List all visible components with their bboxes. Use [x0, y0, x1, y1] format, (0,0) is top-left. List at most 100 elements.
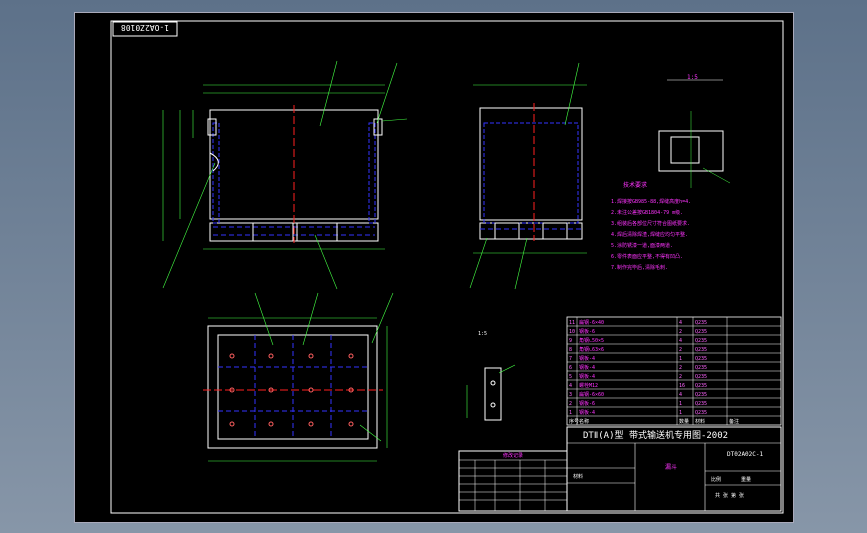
parts-cell-no: 2 [569, 401, 572, 407]
front-view [162, 60, 408, 290]
parts-header-qty: 数量 [679, 418, 689, 425]
side-leader-1 [564, 62, 580, 126]
note-4: 4.焊后清除焊渣,焊缝应均匀平整. [611, 231, 688, 238]
parts-cell-no: 1 [569, 410, 572, 416]
parts-cell-qty: 1 [679, 356, 682, 362]
parts-header-name: 名称 [579, 418, 589, 425]
parts-cell-mat: Q235 [695, 365, 707, 371]
leader-5 [381, 118, 408, 122]
sheet-label: 共 张 第 张 [715, 492, 744, 499]
parts-cell-qty: 1 [679, 410, 682, 416]
parts-header-mat: 材料 [695, 418, 705, 425]
bolt-hole [268, 353, 274, 359]
parts-cell-name: 螺栓M12 [579, 382, 598, 389]
sheet-border [110, 20, 784, 514]
drawing-code: DT02A02C-1 [727, 451, 764, 458]
side-view-outline [479, 107, 583, 221]
part-detail-callout: 1:5 [478, 331, 487, 337]
parts-cell-qty: 2 [679, 329, 682, 335]
bolt-hole [268, 421, 274, 427]
front-view-tab-right [373, 118, 383, 136]
scale-label: 比例 [711, 476, 721, 483]
bolt-hole [348, 387, 354, 393]
note-6: 6.零件表面应平整,不得有凹凸. [611, 253, 683, 260]
parts-cell-mat: Q235 [695, 401, 707, 407]
technical-notes: 技术要求 1.焊接按GB985-88,焊缝高度h=4. 2.未注公差按GB180… [611, 181, 691, 271]
parts-header-remark: 备注 [729, 418, 739, 425]
part-detail-hole [490, 402, 496, 408]
material-label: 材料 [573, 473, 583, 480]
note-2: 2.未注公差按GB1804-79 m级. [611, 209, 683, 216]
side-leader-3 [514, 237, 528, 290]
note-3: 3.组装后各部位尺寸符合图纸要求. [611, 220, 690, 227]
cad-drawing: 1-OA2Z0108 [110, 20, 784, 514]
plan-leader-1 [254, 292, 274, 346]
note-1: 1.焊接按GB985-88,焊缝高度h=4. [611, 198, 691, 205]
parts-cell-mat: Q235 [695, 320, 707, 326]
parts-cell-name: 角钢∟50×5 [579, 337, 604, 344]
section-detail-leader [702, 167, 731, 184]
parts-cell-qty: 1 [679, 401, 682, 407]
parts-cell-no: 8 [569, 347, 572, 353]
title-block-title: DTⅡ(A)型 带式输送机专用图-2002 [583, 429, 728, 441]
parts-cell-no: 3 [569, 392, 572, 398]
note-5: 5.涂防锈漆一道,面漆两道. [611, 242, 673, 249]
parts-cell-name: 钢板-6 [579, 400, 595, 407]
bolt-hole [308, 387, 314, 393]
plan-leader-4 [359, 424, 382, 442]
parts-cell-mat: Q235 [695, 338, 707, 344]
side-view-slot-2 [542, 222, 568, 240]
parts-cell-name: 角钢∟63×6 [579, 346, 604, 353]
parts-cell-qty: 2 [679, 374, 682, 380]
bolt-hole [348, 353, 354, 359]
front-view-hidden-left [212, 122, 220, 224]
parts-cell-no: 10 [569, 329, 575, 335]
part-name: 漏斗 [665, 463, 677, 471]
parts-cell-mat: Q235 [695, 356, 707, 362]
parts-cell-name: 钢板-4 [579, 364, 595, 371]
parts-cell-name: 扁钢-6×40 [579, 319, 604, 326]
leader-2 [376, 62, 398, 124]
weight-label: 重量 [741, 476, 751, 483]
parts-cell-qty: 4 [679, 392, 682, 398]
part-detail-outline [484, 367, 502, 421]
parts-cell-name: 钢板-4 [579, 355, 595, 362]
drawing-number-stamp: 1-OA2Z0108 [121, 23, 169, 32]
parts-cell-no: 5 [569, 374, 572, 380]
bolt-hole [308, 353, 314, 359]
bolt-hole [268, 387, 274, 393]
plan-view [203, 292, 394, 462]
front-view-tab-left [207, 118, 217, 136]
title-block: DTⅡ(A)型 带式输送机专用图-2002 漏斗 DT02A02C-1 比例 重… [566, 426, 782, 512]
parts-cell-mat: Q235 [695, 410, 707, 416]
front-view-slot-2 [296, 222, 338, 242]
plan-leader-3 [371, 292, 394, 344]
part-detail: 1:5 [466, 331, 516, 421]
parts-cell-no: 4 [569, 383, 572, 389]
parts-cell-name: 扁钢-6×60 [579, 391, 604, 398]
parts-cell-no: 9 [569, 338, 572, 344]
section-detail: 1:5 [658, 74, 731, 188]
revision-table: 修改记录 [458, 450, 568, 512]
parts-cell-mat: Q235 [695, 383, 707, 389]
parts-cell-name: 钢板-4 [579, 409, 595, 416]
parts-cell-qty: 2 [679, 365, 682, 371]
drawing-number-box [112, 21, 178, 37]
parts-cell-name: 钢板-6 [579, 328, 595, 335]
cad-viewport[interactable]: 1-OA2Z0108 [74, 12, 794, 523]
parts-cell-qty: 2 [679, 347, 682, 353]
bolt-hole [229, 421, 235, 427]
leader-1 [319, 60, 338, 127]
title-block-frame [566, 426, 782, 512]
front-view-slot-1 [252, 222, 294, 242]
leader-3 [162, 162, 216, 289]
bolt-hole [348, 421, 354, 427]
section-a-label: 1:5 [687, 74, 698, 81]
side-view-hidden [483, 122, 579, 224]
bolt-hole [229, 353, 235, 359]
front-view-cutout [209, 152, 219, 172]
side-view-slot [494, 222, 520, 240]
parts-cell-mat: Q235 [695, 329, 707, 335]
parts-cell-qty: 16 [679, 383, 685, 389]
